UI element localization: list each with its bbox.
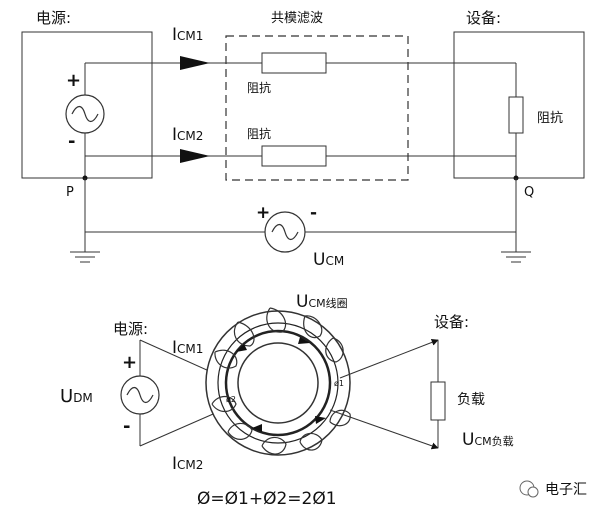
top-ground-icon-left [70,251,100,263]
bottom-udm-label: UDM [60,386,93,407]
bottom-plus-sign: + [122,352,137,373]
toroid-flux-arrow-icon-1 [236,344,247,352]
bottom-toroid-diagram: 电源: 设备: + - UDM ICM1 ICM2 [60,292,514,509]
top-icm2-arrow-icon [180,149,210,163]
toroid-flux-arrow-icon-3 [298,337,310,344]
top-ucm-plus: + [256,203,270,223]
top-minus-sign: - [68,131,75,152]
top-node-p-label: P [66,185,74,200]
watermark: 电子汇 [519,480,587,498]
toroid-core-inner [237,342,319,424]
top-icm1-label: ICM1 [172,25,203,45]
bottom-load-resistor [430,381,446,421]
top-circuit: 电源: 设备: 共模滤波 + - ICM1 ICM2 阻抗 阻抗 [21,9,585,270]
watermark-text: 电子汇 [545,482,587,498]
bottom-load-label: 负载 [457,392,485,408]
toroid-flux-path [224,329,332,437]
top-device-box [453,31,585,179]
top-filter-dashed-box [225,35,409,181]
toroid-windings [211,307,351,455]
top-device-label: 设备: [466,9,501,27]
top-ac-wave [71,105,99,123]
top-impedance-label-1: 阻抗 [247,80,271,95]
top-filter-impedance-1 [261,52,327,74]
top-plus-sign: + [66,70,81,91]
toroid-phi2-label: ø2 [226,395,236,404]
top-ground-icon-right [501,251,531,263]
top-ucm-minus: - [310,203,317,223]
flux-equation: Ø=Ø1+Ø2=2Ø1 [197,489,337,509]
bottom-load-ucm-label: UCM负载 [462,430,514,450]
toroid-flux-arrow-icon-4 [252,424,262,432]
top-filter-label: 共模滤波 [271,11,323,26]
bottom-ac-wave [126,386,154,404]
top-ucm-wave [271,223,299,241]
toroid-phi1-label: ø1 [334,379,344,388]
toroid-flux-path-2 [217,322,339,444]
bottom-minus-sign: - [123,416,130,437]
top-impedance-label-2: 阻抗 [247,126,271,141]
top-ucm-label: UCM [313,250,344,270]
top-device-impedance-label: 阻抗 [537,111,563,126]
top-node-q-label: Q [524,185,534,200]
top-device-impedance [508,96,524,134]
bottom-coil-voltage-label: UCM线圈 [296,292,348,312]
top-filter-impedance-2 [261,145,327,167]
top-source-label: 电源: [36,9,71,27]
bottom-wire-out-bottom [329,409,439,450]
bottom-wire-out-top [339,339,439,379]
bottom-device-label: 设备: [434,313,469,331]
bottom-icm1-label: ICM1 [172,338,203,358]
bottom-source-label: 电源: [113,320,148,338]
bottom-icm2-label: ICM2 [172,454,203,474]
top-icm2-label: ICM2 [172,125,203,145]
top-icm1-arrow-icon [180,56,210,70]
toroid-flux-arrow-icon-2 [315,416,326,424]
